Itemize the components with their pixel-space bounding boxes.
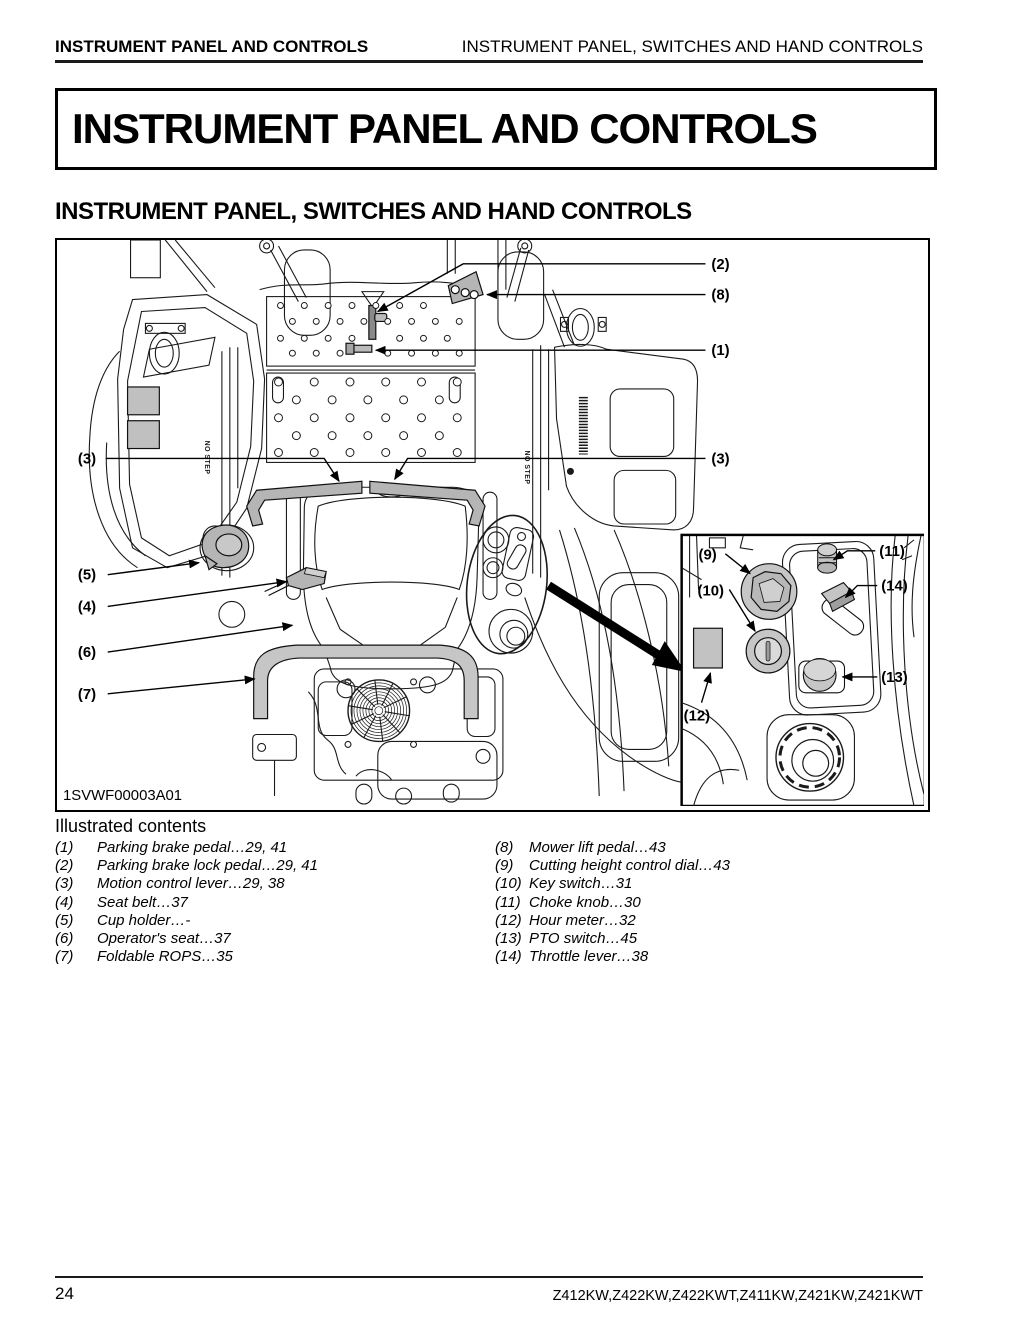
callout-12: (12): [684, 709, 710, 725]
list-item: (10) Key switch…31: [495, 875, 925, 893]
item-number: (11): [495, 893, 521, 911]
item-text: Seat belt…37: [97, 893, 188, 911]
item-text: Foldable ROPS…35: [97, 948, 233, 966]
callout-2: (2): [711, 257, 729, 273]
callout-5: (5): [78, 568, 96, 584]
callout-4: (4): [78, 599, 96, 615]
item-number: (7): [55, 948, 74, 966]
parking-brake-pedal: [345, 304, 388, 355]
contents-right-column: (8) Mower lift pedal…43 (9) Cutting height…: [495, 839, 925, 966]
callout-7: (7): [78, 687, 96, 703]
item-text: Key switch…31: [529, 875, 633, 893]
item-number: (10): [495, 875, 522, 893]
list-item: (13) PTO switch…45: [495, 930, 925, 948]
list-item: (4) Seat belt…37: [55, 894, 485, 912]
illustrated-contents-heading: Illustrated contents: [55, 816, 207, 836]
callout-13: (13): [881, 670, 907, 686]
item-number: (6): [55, 929, 74, 947]
item-text: Operator's seat…37: [97, 929, 231, 947]
engine-fan: [347, 679, 411, 743]
cutting-height-dial: [740, 563, 798, 620]
callout-1: (1): [711, 343, 729, 359]
list-item: (14) Throttle lever…38: [495, 948, 925, 966]
fuel-cap: [775, 722, 845, 792]
callout-3-left: (3): [78, 451, 96, 467]
item-text: Throttle lever…38: [529, 948, 649, 966]
running-header-right: INSTRUMENT PANEL, SWITCHES AND HAND CONT…: [461, 37, 923, 56]
motion-control-levers: [246, 480, 486, 527]
figure-code: 1SVWF00003A01: [63, 788, 182, 804]
choke-knob: [817, 543, 838, 574]
item-text: Mower lift pedal…43: [529, 839, 666, 856]
callout-8: (8): [711, 288, 729, 304]
list-item: (2) Parking brake lock pedal…29, 41: [55, 857, 485, 875]
item-text: PTO switch…45: [529, 929, 638, 947]
hour-meter: [692, 627, 723, 669]
rops-bar: [253, 644, 479, 720]
item-text: Cutting height control dial…43: [529, 857, 730, 875]
callout-3-right: (3): [711, 451, 729, 467]
key-switch: [745, 628, 791, 674]
diagram-frame: NO STEP NO STEP: [55, 238, 930, 812]
page-number: 24: [55, 1284, 74, 1303]
item-text: Motion control lever…29, 38: [97, 875, 285, 893]
item-number: (9): [495, 857, 514, 875]
item-number: (2): [55, 857, 74, 875]
list-item: (8) Mower lift pedal…43: [495, 839, 925, 857]
list-item: (11) Choke knob…30: [495, 894, 925, 912]
mower-diagram: NO STEP NO STEP: [63, 238, 927, 808]
callout-6: (6): [78, 645, 96, 661]
contents-left-column: (1) Parking brake pedal…29, 41 (2) Parking…: [55, 839, 485, 966]
list-item: (6) Operator's seat…37: [55, 930, 485, 948]
list-item: (7) Foldable ROPS…35: [55, 948, 485, 966]
running-header-left: INSTRUMENT PANEL AND CONTROLS: [55, 37, 369, 56]
item-number: (4): [55, 893, 74, 911]
list-item: (5) Cup holder…-: [55, 912, 485, 930]
footer-rule: [55, 1276, 923, 1278]
item-number: (1): [55, 839, 74, 856]
footer-models: Z412KW,Z422KW,Z422KWT,Z411KW,Z421KW,Z421…: [552, 1288, 923, 1304]
item-text: Choke knob…30: [529, 893, 641, 911]
no-step-decal-right: NO STEP: [523, 451, 530, 485]
mower-lift-pedal: [447, 270, 484, 305]
fender-decals: [126, 386, 160, 450]
chapter-title-box: INSTRUMENT PANEL AND CONTROLS: [55, 88, 937, 170]
item-number: (14): [495, 948, 522, 966]
header-rule: [55, 60, 923, 63]
list-item: (9) Cutting height control dial…43: [495, 857, 925, 875]
list-item: (1) Parking brake pedal…29, 41: [55, 839, 485, 857]
item-number: (12): [495, 911, 522, 929]
pto-switch: [798, 657, 846, 694]
callout-11: (11): [879, 544, 905, 560]
item-text: Hour meter…32: [529, 911, 636, 929]
item-text: Cup holder…-: [97, 911, 191, 929]
gray-parts: [126, 270, 486, 720]
item-number: (13): [495, 929, 522, 947]
list-item: (3) Motion control lever…29, 38: [55, 875, 485, 893]
chapter-title: INSTRUMENT PANEL AND CONTROLS: [72, 105, 818, 152]
item-text: Parking brake lock pedal…29, 41: [97, 857, 318, 875]
item-number: (5): [55, 911, 74, 929]
callout-10: (10): [698, 583, 724, 599]
item-number: (3): [55, 875, 74, 893]
item-text: Parking brake pedal…29, 41: [97, 839, 288, 856]
callout-14: (14): [881, 579, 907, 595]
list-item: (12) Hour meter…32: [495, 912, 925, 930]
inset-panel: (9) (10) (11) (14) (13) (12): [680, 533, 927, 808]
seat-belt-buckle: [264, 567, 327, 597]
inset-pointer-arrow: [546, 581, 686, 672]
section-heading: INSTRUMENT PANEL, SWITCHES AND HAND CONT…: [55, 198, 692, 225]
item-number: (8): [495, 839, 514, 856]
mower-illustration: [88, 238, 699, 805]
callout-9: (9): [699, 548, 717, 564]
inset-leaders: [700, 550, 878, 703]
main-leaders: [105, 263, 706, 695]
cup-holder: [201, 524, 250, 571]
no-step-decal-left: NO STEP: [203, 441, 210, 475]
